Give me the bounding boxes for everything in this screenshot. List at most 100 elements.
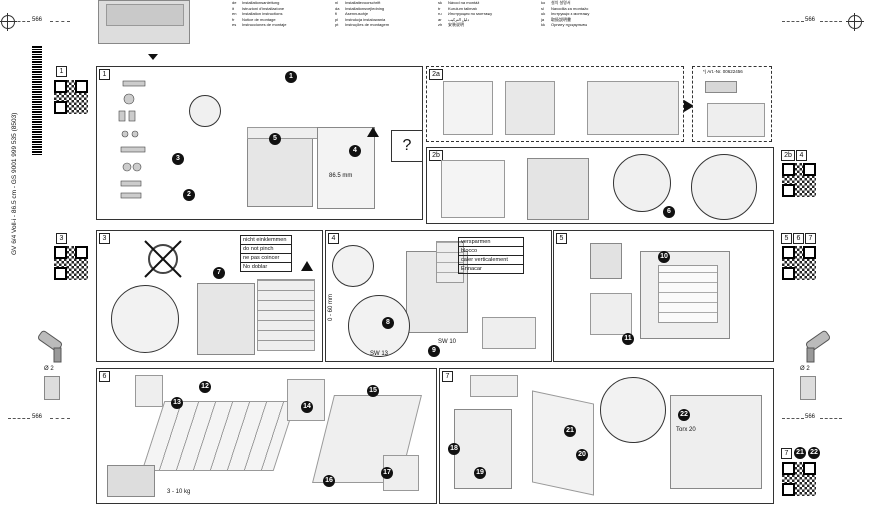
door-panel-6 — [141, 401, 297, 471]
panel-4: 4 0 - 60 mm SW 13 SW 10 8 9 versparmen b… — [325, 230, 552, 362]
warning-line-1: nicht einklemmen — [240, 235, 292, 245]
dimension-label: 86.5 mm — [329, 173, 353, 179]
step-10-badge: 10 — [658, 251, 670, 263]
detail-6a — [287, 379, 325, 421]
detail-7a — [470, 375, 518, 397]
qr-code-1 — [54, 80, 88, 114]
step-21-badge: 21 — [794, 447, 806, 459]
panel-5-control — [590, 243, 622, 279]
wrench-size-10: SW 10 — [438, 339, 457, 345]
registration-target-icon — [846, 13, 864, 31]
article-number: *) Art.-Nr. 00622456 — [703, 69, 743, 74]
wrench-size-13: SW 13 — [370, 351, 389, 357]
warning-line-2: do not pinch — [240, 245, 292, 254]
margin-mark-tl: 566 — [32, 17, 43, 23]
torx-label: Torx 20 — [676, 427, 696, 433]
step-20-badge: 20 — [576, 449, 588, 461]
panel-2a-detail: *) Art.-Nr. 00622456 — [692, 66, 772, 142]
template-6 — [135, 375, 163, 407]
niche-detail — [707, 103, 765, 137]
qr-code-3 — [54, 246, 88, 280]
dishwasher-3 — [197, 283, 255, 355]
door-7 — [532, 390, 594, 496]
qr-label-6: 6 — [793, 233, 804, 244]
margin-mark-tr: 566 — [805, 17, 816, 23]
tiles-5 — [658, 265, 718, 323]
panel-6-number: 6 — [99, 371, 110, 382]
step-21-badge-b: 21 — [564, 425, 576, 437]
panel-2b-number: 2b — [429, 150, 443, 161]
step-18-badge: 18 — [448, 443, 460, 455]
next-arrow-icon — [684, 100, 694, 112]
drill-hole-left — [44, 376, 60, 400]
step-8-badge: 8 — [382, 317, 394, 329]
parts-list — [103, 79, 151, 209]
qr-code-7 — [782, 462, 816, 496]
qr-label-2b: 2b — [781, 150, 795, 161]
drill-hole-right — [800, 376, 816, 400]
margin-mark-bl: 566 — [32, 414, 43, 420]
step-4-badge: 4 — [349, 145, 361, 157]
warning-line-3: ne pas coincer — [240, 254, 292, 263]
barcode — [32, 45, 42, 155]
qr-code-5 — [782, 246, 816, 280]
detail-zoom-4b-icon — [348, 295, 410, 357]
tool-6 — [107, 465, 155, 497]
step-12-badge: 12 — [199, 381, 211, 393]
question-icon: ? — [391, 130, 423, 162]
niche-1 — [443, 81, 493, 135]
document-code: GV 6/4 Voll-i - 86.5 cm - GS 9001 999 53… — [11, 112, 18, 255]
p4-label-box: versparmen blocco caler verticalement En… — [458, 237, 524, 274]
panel-1-number: 1 — [99, 69, 110, 80]
detail-5 — [590, 293, 632, 335]
up-arrow-icon — [367, 127, 379, 137]
step-19-badge: 19 — [474, 467, 486, 479]
step-15-badge: 15 — [367, 385, 379, 397]
panel-2a: 2a — [426, 66, 684, 142]
panel-3: 3 7 — [96, 230, 323, 362]
detail-zoom-icon — [189, 95, 221, 127]
adjust-range: 0 - 60 mm — [328, 293, 334, 321]
panel-4-number: 4 — [328, 233, 339, 244]
step-2-badge: 2 — [183, 189, 195, 201]
panel-1: 1 86.5 mm 1 2 3 4 5 — [96, 66, 423, 220]
panel-5-number: 5 — [556, 233, 567, 244]
p4-label-4: Ennacar — [458, 265, 524, 274]
step-22-badge: 22 — [808, 447, 820, 459]
cabinet-niche — [317, 127, 375, 209]
weight-range: 3 - 10 kg — [167, 489, 191, 495]
qr-code-2b — [782, 163, 816, 197]
drill-left-icon — [36, 330, 72, 370]
detail-zoom-4-icon — [332, 245, 374, 287]
margin-mark-br: 566 — [805, 414, 816, 420]
up-arrow-3-icon — [301, 261, 313, 271]
step-11-badge: 11 — [622, 333, 634, 345]
detail-zoom-2b-icon — [613, 154, 671, 212]
niche-2 — [505, 81, 555, 135]
qr-label-1: 1 — [56, 66, 67, 77]
qr-label-3: 3 — [56, 233, 67, 244]
niche-3 — [587, 81, 679, 135]
hose-loop-icon — [141, 237, 185, 281]
p4-label-1: versparmen — [458, 237, 524, 247]
step-9-badge: 9 — [428, 345, 440, 357]
detail-zoom-3-icon — [111, 285, 179, 353]
warning-box: nicht einklemmen do not pinch ne pas coi… — [240, 235, 292, 272]
bracket-part — [705, 81, 737, 93]
step-6-badge: 6 — [663, 206, 675, 218]
drill-right-icon — [796, 330, 832, 370]
panel-7: 7 Torx 20 18 19 20 21 22 — [439, 368, 774, 504]
warning-line-4: No doblar — [240, 263, 292, 272]
panel-5: 5 10 11 — [553, 230, 774, 362]
adjust-indicator — [482, 317, 536, 349]
qr-label-7: 7 — [805, 233, 816, 244]
drill-diameter-left: Ø 2 — [44, 366, 54, 372]
panel-2a-number: 2a — [429, 69, 443, 80]
tiles-3 — [257, 279, 315, 351]
drill-diameter-right: Ø 2 — [800, 366, 810, 372]
step-14-badge: 14 — [301, 401, 313, 413]
detail-zoom-2b-2-icon — [691, 154, 757, 220]
registration-target-icon — [0, 13, 17, 31]
detail-zoom-7-icon — [600, 377, 666, 443]
